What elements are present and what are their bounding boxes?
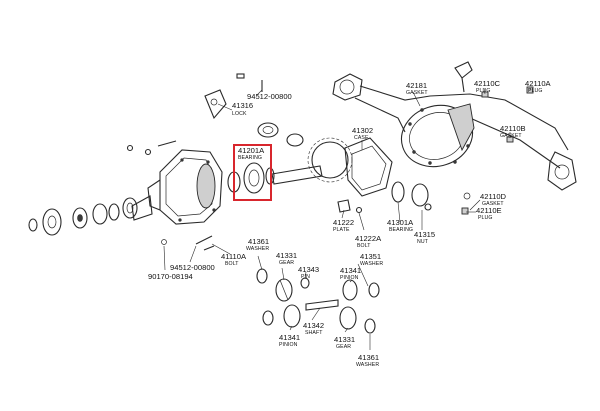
callout-41315-name: NUT xyxy=(417,239,429,245)
callout-41361b-num: 41361 xyxy=(358,353,379,362)
callout-41351-name: WASHER xyxy=(360,261,383,267)
carrier-housing xyxy=(131,140,223,245)
callout-90170-num: 90170-08194 xyxy=(148,272,193,281)
input-flange-stack xyxy=(28,197,138,236)
callout-42110D-num: 42110D xyxy=(480,192,507,201)
callout-41341a-num: 41341 xyxy=(340,266,361,275)
callout-41341a-name: PINION xyxy=(340,275,359,281)
callout-41222A-num: 41222A xyxy=(355,234,382,243)
callout-41361b-name: WASHER xyxy=(356,362,379,368)
callout-42110E-num: 42110E xyxy=(476,206,502,215)
callout-41316-num: 41316 xyxy=(232,101,253,110)
callout-94512-top-num: 94512-00800 xyxy=(247,92,292,101)
callout-42110B-name: GASKET xyxy=(500,133,522,139)
callout-42110C-name: PLUG xyxy=(476,88,491,94)
leader-lines xyxy=(163,87,531,350)
callout-41342-name: SHAFT xyxy=(305,330,323,336)
callout-42110A-num: 42110A xyxy=(525,79,552,88)
small-parts xyxy=(126,73,363,251)
callout-42110B-num: 42110B xyxy=(500,124,526,133)
callout-41342-num: 41342 xyxy=(303,321,324,330)
callout-42110A-name: PLUG xyxy=(528,88,543,94)
callout-41201A-num: 41201A xyxy=(238,146,265,155)
callout-41343-name: PIN xyxy=(301,274,310,280)
callout-41222A-name: BOLT xyxy=(357,243,371,249)
highlight-box xyxy=(233,144,272,201)
callout-41301A-name: BEARING xyxy=(389,227,413,233)
callout-41302-num: 41302 xyxy=(352,126,373,135)
callout-41361a-num: 41361 xyxy=(248,237,269,246)
pinion-assembly xyxy=(227,122,323,201)
callout-41110A-num: 41110A xyxy=(221,252,247,261)
callout-41341b-num: 41341 xyxy=(279,333,300,342)
callout-labels: 41316 LOCK 94512-00800 42181 GASKET 4211… xyxy=(148,79,552,368)
callout-41331a-num: 41331 xyxy=(276,251,297,260)
callout-41331a-name: GEAR xyxy=(279,260,294,266)
callout-41222-num: 41222 xyxy=(333,218,354,227)
axle-housing xyxy=(332,61,577,215)
ring-gear-case xyxy=(307,137,432,211)
callout-41351-num: 41351 xyxy=(360,252,381,261)
callout-41316-name: LOCK xyxy=(232,111,247,117)
callout-41315-num: 41315 xyxy=(414,230,435,239)
callout-42181-num: 42181 xyxy=(406,81,427,90)
callout-41343-num: 41343 xyxy=(298,265,319,274)
callout-42110D-name: GASKET xyxy=(482,201,504,207)
callout-94512-bottom-num: 94512-00800 xyxy=(170,263,215,272)
callout-42181-name: GASKET xyxy=(406,90,428,96)
callout-42110C-num: 42110C xyxy=(474,79,501,88)
callout-42110E-name: PLUG xyxy=(478,215,493,221)
callout-41341b-name: PINION xyxy=(279,342,298,348)
callout-41201A-name: BEARING xyxy=(238,155,262,161)
callout-41110A-name: BOLT xyxy=(225,261,239,267)
callout-41301A-num: 41301A xyxy=(387,218,414,227)
callout-41331b-num: 41331 xyxy=(334,335,355,344)
callout-41302-name: CASE xyxy=(354,135,369,141)
callout-41222-name: PLATE xyxy=(333,227,350,233)
callout-41361a-name: WASHER xyxy=(246,246,269,252)
callout-41331b-name: GEAR xyxy=(336,344,351,350)
